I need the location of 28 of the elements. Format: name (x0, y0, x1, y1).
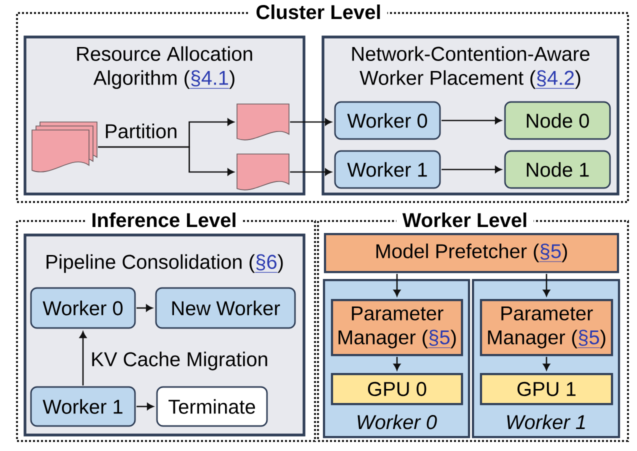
process-box: Worker 0 (30, 287, 136, 329)
arrow (98, 146, 234, 176)
edge-label: KV Cache Migration (92, 352, 268, 370)
process-box: GPU 0 (330, 372, 464, 406)
process-box: Worker 1 (334, 150, 441, 189)
process-box: Model Prefetcher (§5) (324, 232, 620, 274)
edge-label: Partition (106, 124, 176, 138)
arrow (79, 331, 87, 386)
arrow (542, 274, 550, 296)
process-box: Node 0 (504, 101, 611, 140)
process-box: Worker 0 (334, 101, 441, 140)
arrow (442, 166, 502, 174)
process-box: Worker 1 (30, 386, 136, 427)
arrow (136, 304, 153, 312)
process-box: GPU 1 (480, 372, 614, 406)
process-box: Parameter Manager (§5) (330, 298, 464, 356)
arrow (290, 168, 332, 176)
process-box: Terminate (156, 386, 268, 427)
process-box: Node 1 (504, 150, 611, 189)
arrow (393, 356, 401, 370)
process-box: Parameter Manager (§5) (480, 298, 614, 356)
arrow (442, 116, 502, 124)
process-box: New Worker (155, 287, 296, 329)
document-stack-icon (32, 122, 98, 172)
arrow (542, 356, 550, 370)
arrow (290, 118, 332, 126)
arrow (136, 402, 154, 410)
arrow (393, 274, 401, 296)
